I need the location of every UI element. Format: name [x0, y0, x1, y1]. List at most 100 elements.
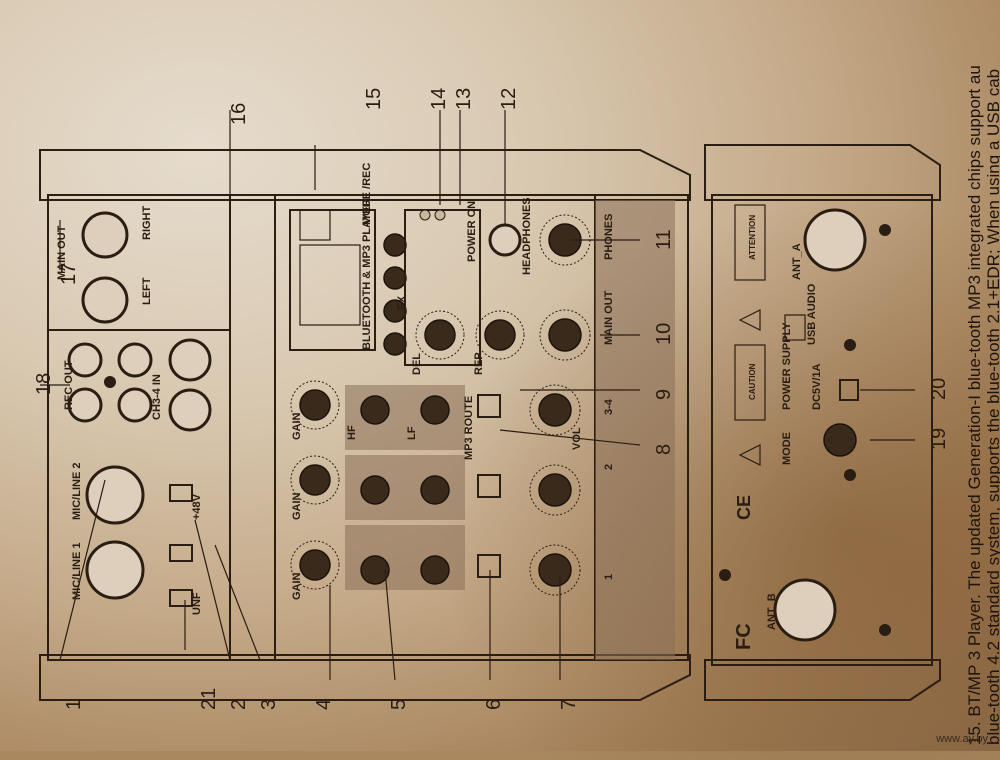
sig-led	[434, 209, 446, 221]
main-out-label: MAIN OUT	[56, 225, 68, 280]
dc-label: DC5V/1A	[811, 363, 823, 410]
caution-plate	[734, 344, 766, 421]
phantom-switch	[169, 544, 193, 562]
fx-switch-ch1	[477, 554, 501, 578]
phantom-label: +48V	[191, 493, 203, 520]
channel-strips: GAIN GAIN GAIN HF LF MP3 ROUTE	[290, 200, 675, 660]
unf-switch	[169, 589, 193, 607]
vol-knob-ch2	[538, 473, 572, 507]
fc-logo: FC	[733, 623, 755, 650]
vol-knob-ch34	[538, 393, 572, 427]
mode-rec-button	[383, 233, 407, 257]
rec-out-r-jack	[67, 342, 103, 378]
lf-knob-ch1	[420, 555, 450, 585]
headphones-jack	[488, 223, 522, 257]
rear-panel-body	[711, 194, 933, 666]
rep-label: REP	[473, 352, 485, 375]
hf-knob-ch1	[360, 555, 390, 585]
callout-11: 11	[653, 229, 675, 250]
attention-plate	[734, 204, 766, 281]
callout-2: 2	[228, 699, 250, 710]
bt-display	[299, 244, 361, 326]
inst-hiz-switch	[169, 484, 193, 502]
callout-8: 8	[653, 444, 675, 455]
gain-label-ch34: GAIN	[291, 412, 303, 440]
ch34-in-r-jack	[117, 342, 153, 378]
pk-led	[419, 209, 431, 221]
footer-line-2: blue-tooth 4.2 standard system, supports…	[984, 69, 1000, 745]
headphones-label: HEADPHONES	[521, 197, 533, 275]
rear-bottom-endcap	[704, 659, 941, 701]
left-label: LEFT	[141, 277, 153, 305]
warning-icon	[738, 309, 761, 331]
mic-line-1-label: MIC/LINE 1	[71, 543, 83, 600]
callout-16: 16	[228, 103, 250, 125]
hf-knob-ch2	[360, 475, 390, 505]
gain-knob-ch34	[299, 389, 331, 421]
ch34-in-label: CH3-4 IN	[151, 374, 163, 420]
bt-player-module	[289, 209, 376, 351]
fx-label: FX	[396, 295, 408, 310]
bottom-endcap	[39, 654, 691, 701]
ch34-strip-label: 3-4	[603, 398, 615, 415]
main-out-strip-label: MAIN OUT	[603, 290, 615, 345]
footer-line-1: 15. BT/MP 3 Player. The updated Generati…	[965, 65, 984, 745]
lf-knob-ch34	[420, 395, 450, 425]
callout-19: 19	[928, 428, 950, 450]
mode-rec-label: MODE /REC	[361, 163, 373, 225]
main-out-knob	[548, 318, 582, 352]
front-panel: MAIN OUT RIGHT LEFT REC OUT CH3-4 IN MIC…	[39, 149, 691, 701]
rear-panel: ANT_A ANT_B ATTENTION CAUTION USB AUDIO …	[704, 144, 941, 701]
callout-12: 12	[498, 88, 520, 110]
top-endcap	[39, 149, 691, 201]
mic-line-2-label: MIC/LINE 2	[71, 463, 83, 520]
ant-a-label: ANT_A	[791, 243, 803, 280]
ch2-strip-label: 2	[603, 464, 615, 470]
callout-9: 9	[653, 389, 675, 400]
vol-knob-ch1	[538, 553, 572, 587]
mic-line-1-combo	[85, 540, 145, 600]
callout-4: 4	[313, 699, 335, 710]
ch34-in-r-big-jack	[168, 338, 212, 382]
callout-7: 7	[558, 699, 580, 710]
ch34-in-lm-jack	[168, 388, 212, 432]
hand-shadow	[430, 200, 1000, 760]
callout-18: 18	[33, 373, 55, 395]
callout-3: 3	[258, 699, 280, 710]
bt-player-label: BLUETOOTH & MP3 PLAYER	[361, 198, 373, 350]
gain-knob-ch1	[299, 549, 331, 581]
ant-b-label: ANT_B	[766, 593, 778, 630]
mp3-route-label: MP3 ROUTE	[463, 396, 475, 460]
callout-14: 14	[428, 88, 450, 110]
ant-a-jack	[803, 208, 867, 272]
watermark: www.ay.by	[936, 733, 988, 745]
del-label: DEL	[411, 353, 423, 375]
mic-line-2-combo	[85, 465, 145, 525]
right-label: RIGHT	[141, 206, 153, 241]
prev-button	[383, 332, 407, 356]
power-supply-label: POWER SUPPLY	[781, 322, 793, 410]
rep-knob	[484, 319, 516, 351]
mp3-route-switch	[477, 394, 501, 418]
dc-power-jack	[839, 379, 859, 401]
usb-audio-port	[784, 314, 806, 341]
ce-logo: CE	[734, 495, 754, 520]
rec-out-l-jack	[67, 387, 103, 423]
callout-10: 10	[653, 323, 675, 345]
usb-port	[299, 209, 331, 241]
ch1-strip-label: 1	[603, 574, 615, 580]
mode-button	[823, 423, 857, 457]
phones-strip-label: PHONES	[603, 214, 615, 260]
callout-13: 13	[453, 88, 475, 110]
fx-switch-ch2	[477, 474, 501, 498]
warning-icon-2	[738, 444, 761, 466]
callout-21: 21	[198, 688, 220, 710]
callout-17: 17	[58, 263, 80, 285]
callout-15: 15	[363, 88, 385, 110]
gain-knob-ch2	[299, 464, 331, 496]
ant-b-jack	[773, 578, 837, 642]
main-out-right-jack	[81, 211, 129, 259]
hf-knob-ch34	[360, 395, 390, 425]
lf-knob-ch2	[420, 475, 450, 505]
